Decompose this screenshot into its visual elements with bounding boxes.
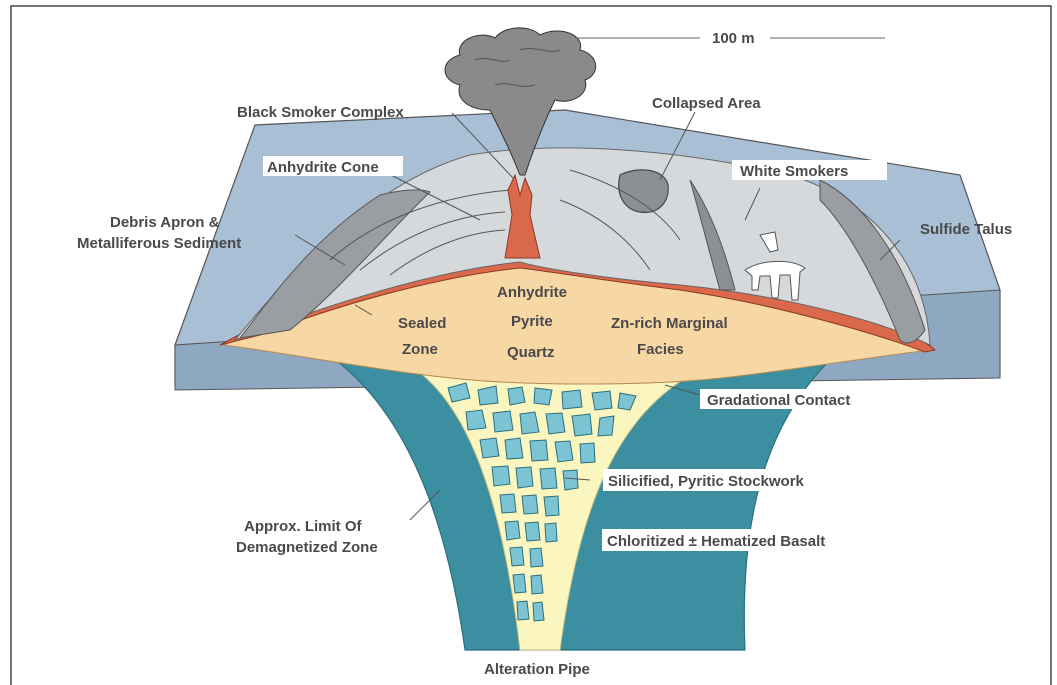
label-black-smoker-complex: Black Smoker Complex <box>237 104 404 121</box>
label-debris-apron-line2: Metalliferous Sediment <box>77 235 241 252</box>
label-anhydrite-cone: Anhydrite Cone <box>267 159 379 176</box>
label-sealed-zone-line1: Sealed <box>398 315 446 332</box>
label-gradational-contact: Gradational Contact <box>707 392 850 409</box>
label-sealed-zone-line2: Zone <box>402 341 438 358</box>
label-approx-limit-line1: Approx. Limit Of <box>244 518 363 535</box>
label-stockwork: Silicified, Pyritic Stockwork <box>608 473 805 490</box>
label-alteration-pipe: Alteration Pipe <box>484 661 590 678</box>
label-approx-limit-line2: Demagnetized Zone <box>236 539 378 556</box>
label-anhydrite: Anhydrite <box>497 284 567 301</box>
scale-bar: 100 m <box>575 30 885 47</box>
scale-bar-label: 100 m <box>712 30 755 47</box>
label-white-smokers: White Smokers <box>740 163 848 180</box>
collapsed-area <box>619 170 669 213</box>
label-chloritized-basalt: Chloritized ± Hematized Basalt <box>607 533 825 550</box>
label-collapsed-area: Collapsed Area <box>652 95 761 112</box>
label-sulfide-talus: Sulfide Talus <box>920 221 1012 238</box>
label-quartz: Quartz <box>507 344 555 361</box>
label-debris-apron-line1: Debris Apron & <box>110 214 220 231</box>
label-pyrite: Pyrite <box>511 313 553 330</box>
label-zn-facies-line1: Zn-rich Marginal <box>611 315 728 332</box>
label-zn-facies-line2: Facies <box>637 341 684 358</box>
